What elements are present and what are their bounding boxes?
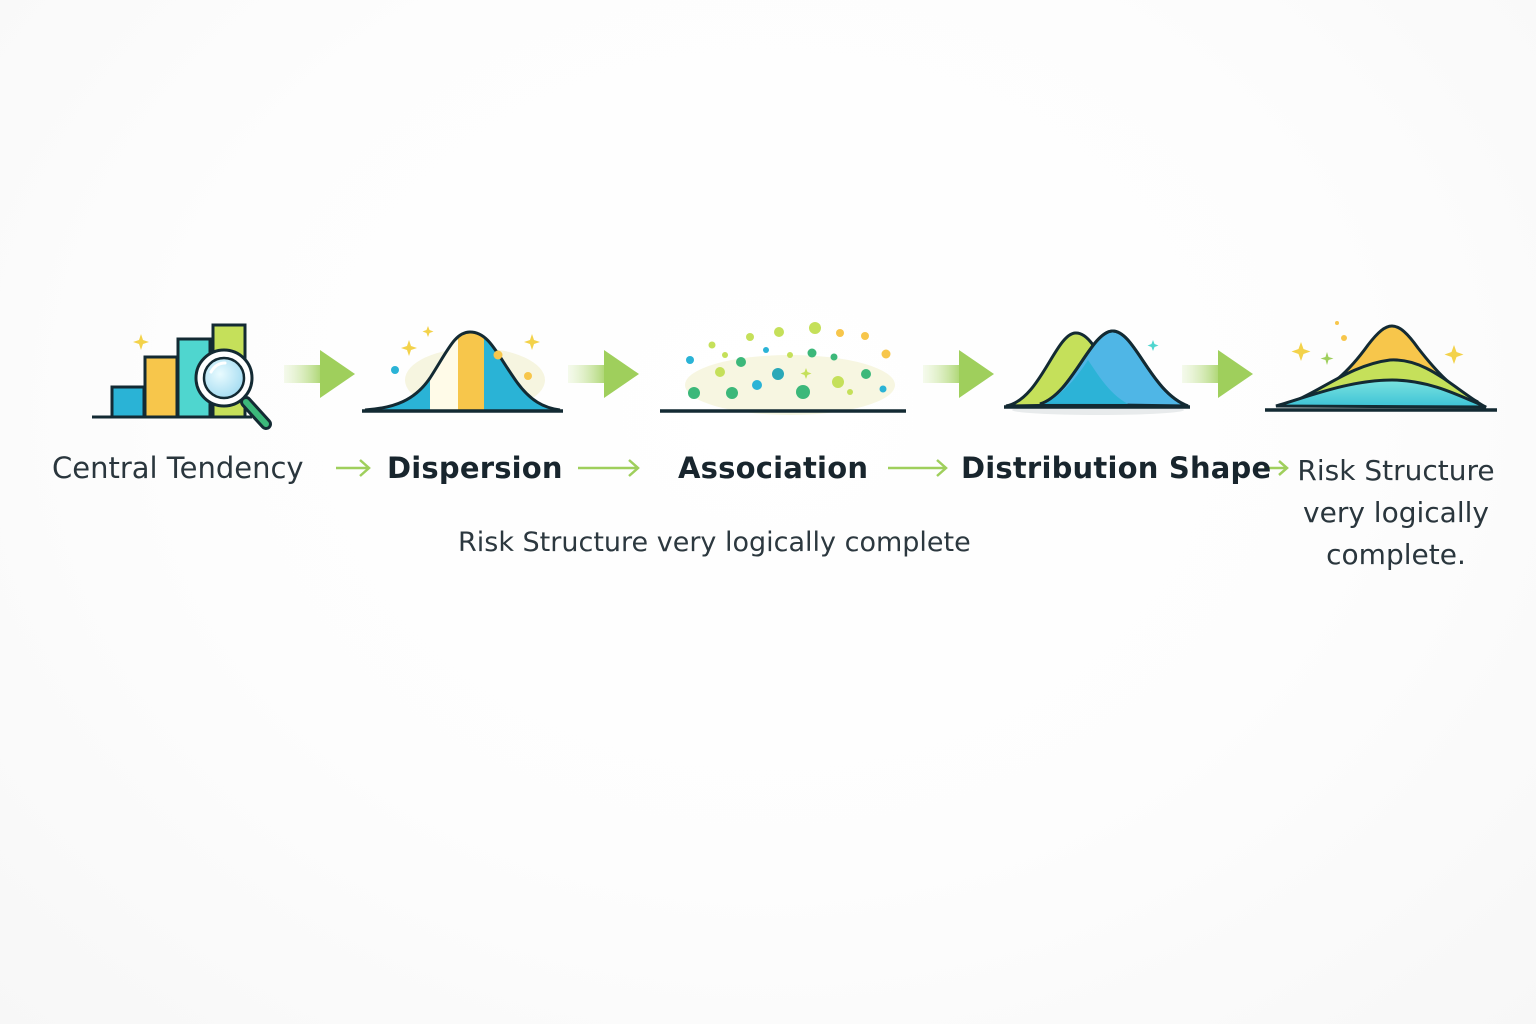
arrow-right-icon	[284, 350, 355, 398]
scatter-dots-icon	[660, 322, 906, 415]
arrow-right-icon	[888, 459, 948, 477]
step-label-association: Association	[678, 451, 869, 485]
arrow-right-icon	[568, 350, 639, 398]
step-label-distribution-shape: Distribution Shape	[961, 451, 1272, 485]
overlapping-curves-icon	[1004, 329, 1190, 415]
arrow-right-icon	[1182, 350, 1253, 398]
step-label-risk-structure: Risk Structure very logically complete.	[1297, 454, 1495, 571]
arrow-right-icon	[1264, 460, 1289, 476]
arrow-right-icon	[578, 459, 640, 477]
step-label-central-tendency: Central Tendency	[52, 451, 304, 485]
diagram-caption: Risk Structure very logically complete	[458, 527, 971, 558]
bell-curve-icon	[362, 326, 563, 413]
layered-mountains-icon	[1265, 321, 1497, 412]
arrow-right-icon	[923, 350, 994, 398]
arrow-right-icon	[336, 459, 371, 477]
bar-chart-magnifier-icon	[92, 323, 272, 430]
step-label-dispersion: Dispersion	[387, 451, 563, 485]
